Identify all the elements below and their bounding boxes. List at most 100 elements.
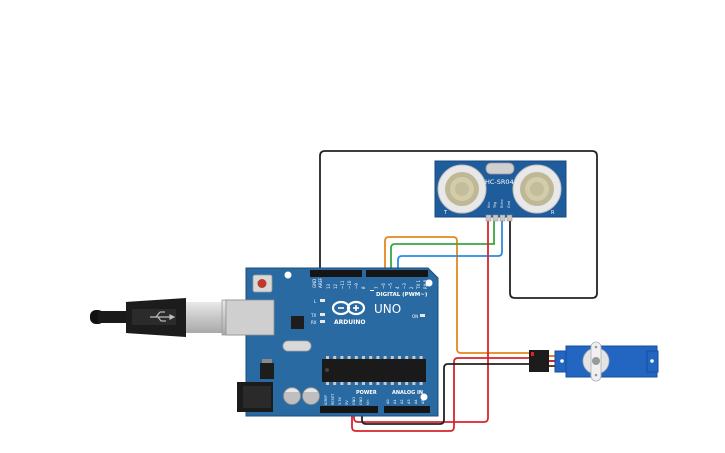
vin-pin-label: Vin [366,399,370,405]
digital-pin-label: RX 0 [423,279,428,289]
sensor-pin-gnd: Gnd [507,201,511,208]
sensor-label: HC-SR04 [485,178,514,186]
atmega-chip [322,356,426,385]
digital-label: DIGITAL (PWM~) [376,292,428,298]
sensor-r-mark: R [551,210,555,216]
on-led-label: ON [412,314,418,319]
wire-vcc-sensor[interactable] [353,220,489,423]
chip-pin [398,382,401,385]
receiver-transducer [512,164,562,214]
digital-pin-label: ~3 [402,283,407,289]
chip-pin [383,356,387,359]
reset-pin-label: RESET [331,393,335,405]
chip-pin [390,382,394,385]
aref-label: AREF [318,277,323,288]
chip-pin [405,382,409,385]
sensor-pin-echo: Echo [500,200,504,209]
reset-button[interactable] [252,274,273,293]
chip-pin [347,356,351,359]
digital-pin-label: ~11 [340,280,345,289]
chip-pin [376,382,380,385]
chip-pin [412,382,416,385]
chip-pin [419,382,423,385]
chip-pin [376,356,380,359]
chip-pin [405,356,409,359]
digital-pin-label: ~6 [381,283,386,289]
chip-pin [354,356,358,359]
digital-pin-label: 8 [361,286,366,289]
sensor-t-mark: T [443,210,448,216]
wire-trig[interactable] [390,220,495,271]
chip-pin [398,356,401,359]
digital-pin-label: 4 [395,286,400,289]
arduino-logo: ARDUINO [331,300,365,326]
v33-pin-label: 3.3V [338,396,342,405]
rx-led-label: RX [311,320,317,325]
gnd-label: GND [312,279,317,288]
wire-gnd-sensor[interactable] [319,150,598,299]
digital-header [310,270,428,277]
chip-pin [412,356,416,359]
chip-pin [362,356,365,359]
usb-chip [291,316,304,329]
chip-pin [419,356,423,359]
analog-pin-label: A5 [421,399,425,404]
sensor-pin-trig: Trig [493,202,497,209]
gnd-pin-label-2: GND [359,397,363,405]
hc-sr04-sensor[interactable]: HC-SR04 T R Vcc Trig Echo Gnd [434,160,567,222]
digital-pin-label: 13 [326,283,331,289]
chip-pin [340,382,344,385]
crystal-oscillator [282,340,312,352]
usb-icon [150,311,176,322]
wires [319,150,598,432]
arduino-logo-text: ARDUINO [334,319,365,326]
digital-pin-label: ~5 [388,283,393,289]
usb-socket [225,299,275,336]
chip-pin [333,382,337,385]
chip-pin [362,382,365,385]
chip-pin [340,356,344,359]
power-header [320,406,430,413]
servo-horn[interactable] [582,341,610,382]
power-label: POWER [356,390,377,396]
digital-pin-label: 2 [409,286,414,289]
servo-motor[interactable] [529,341,659,382]
wire-echo[interactable] [397,220,503,271]
analog-in-label: ANALOG IN [392,390,423,396]
status-leds: L TX RX ON [310,299,425,325]
analog-pin-label: A0 [386,399,390,404]
power-pin-labels: IOREF RESET 3.3V 5V GND GND Vin [324,393,370,405]
sensor-pin-vcc: Vcc [487,202,491,208]
digital-pin-label: ~10 [347,280,352,289]
chip-pin [347,382,351,385]
analog-pin-label: A1 [393,399,397,404]
digital-pin-label: 7 [374,286,379,289]
chip-pin [390,356,394,359]
chip-pin [383,382,387,385]
wire-servo-signal[interactable] [384,236,531,354]
l-led-label: L [314,299,317,304]
sensor-header-pins[interactable] [485,214,513,222]
chip-pin [369,382,373,385]
analog-pin-label: A3 [407,399,411,404]
chip-pin [333,356,337,359]
capacitors [283,387,320,405]
dc-power-jack [237,382,273,412]
chip-pin [326,356,329,359]
voltage-regulator [260,359,274,379]
chip-pin [326,382,329,385]
gnd-pin-label-1: GND [352,397,356,405]
transmitter-transducer [437,164,487,214]
ioref-pin-label: IOREF [324,395,328,405]
digital-pin-label: ~9 [354,283,359,289]
digital-pin-label: 12 [333,283,338,289]
wire-servo-gnd[interactable] [361,363,531,425]
chip-pin [369,356,373,359]
uno-label: UNO [374,302,401,316]
digital-pin-label: TX 1 [416,280,421,290]
wire-servo-power[interactable] [351,357,531,432]
